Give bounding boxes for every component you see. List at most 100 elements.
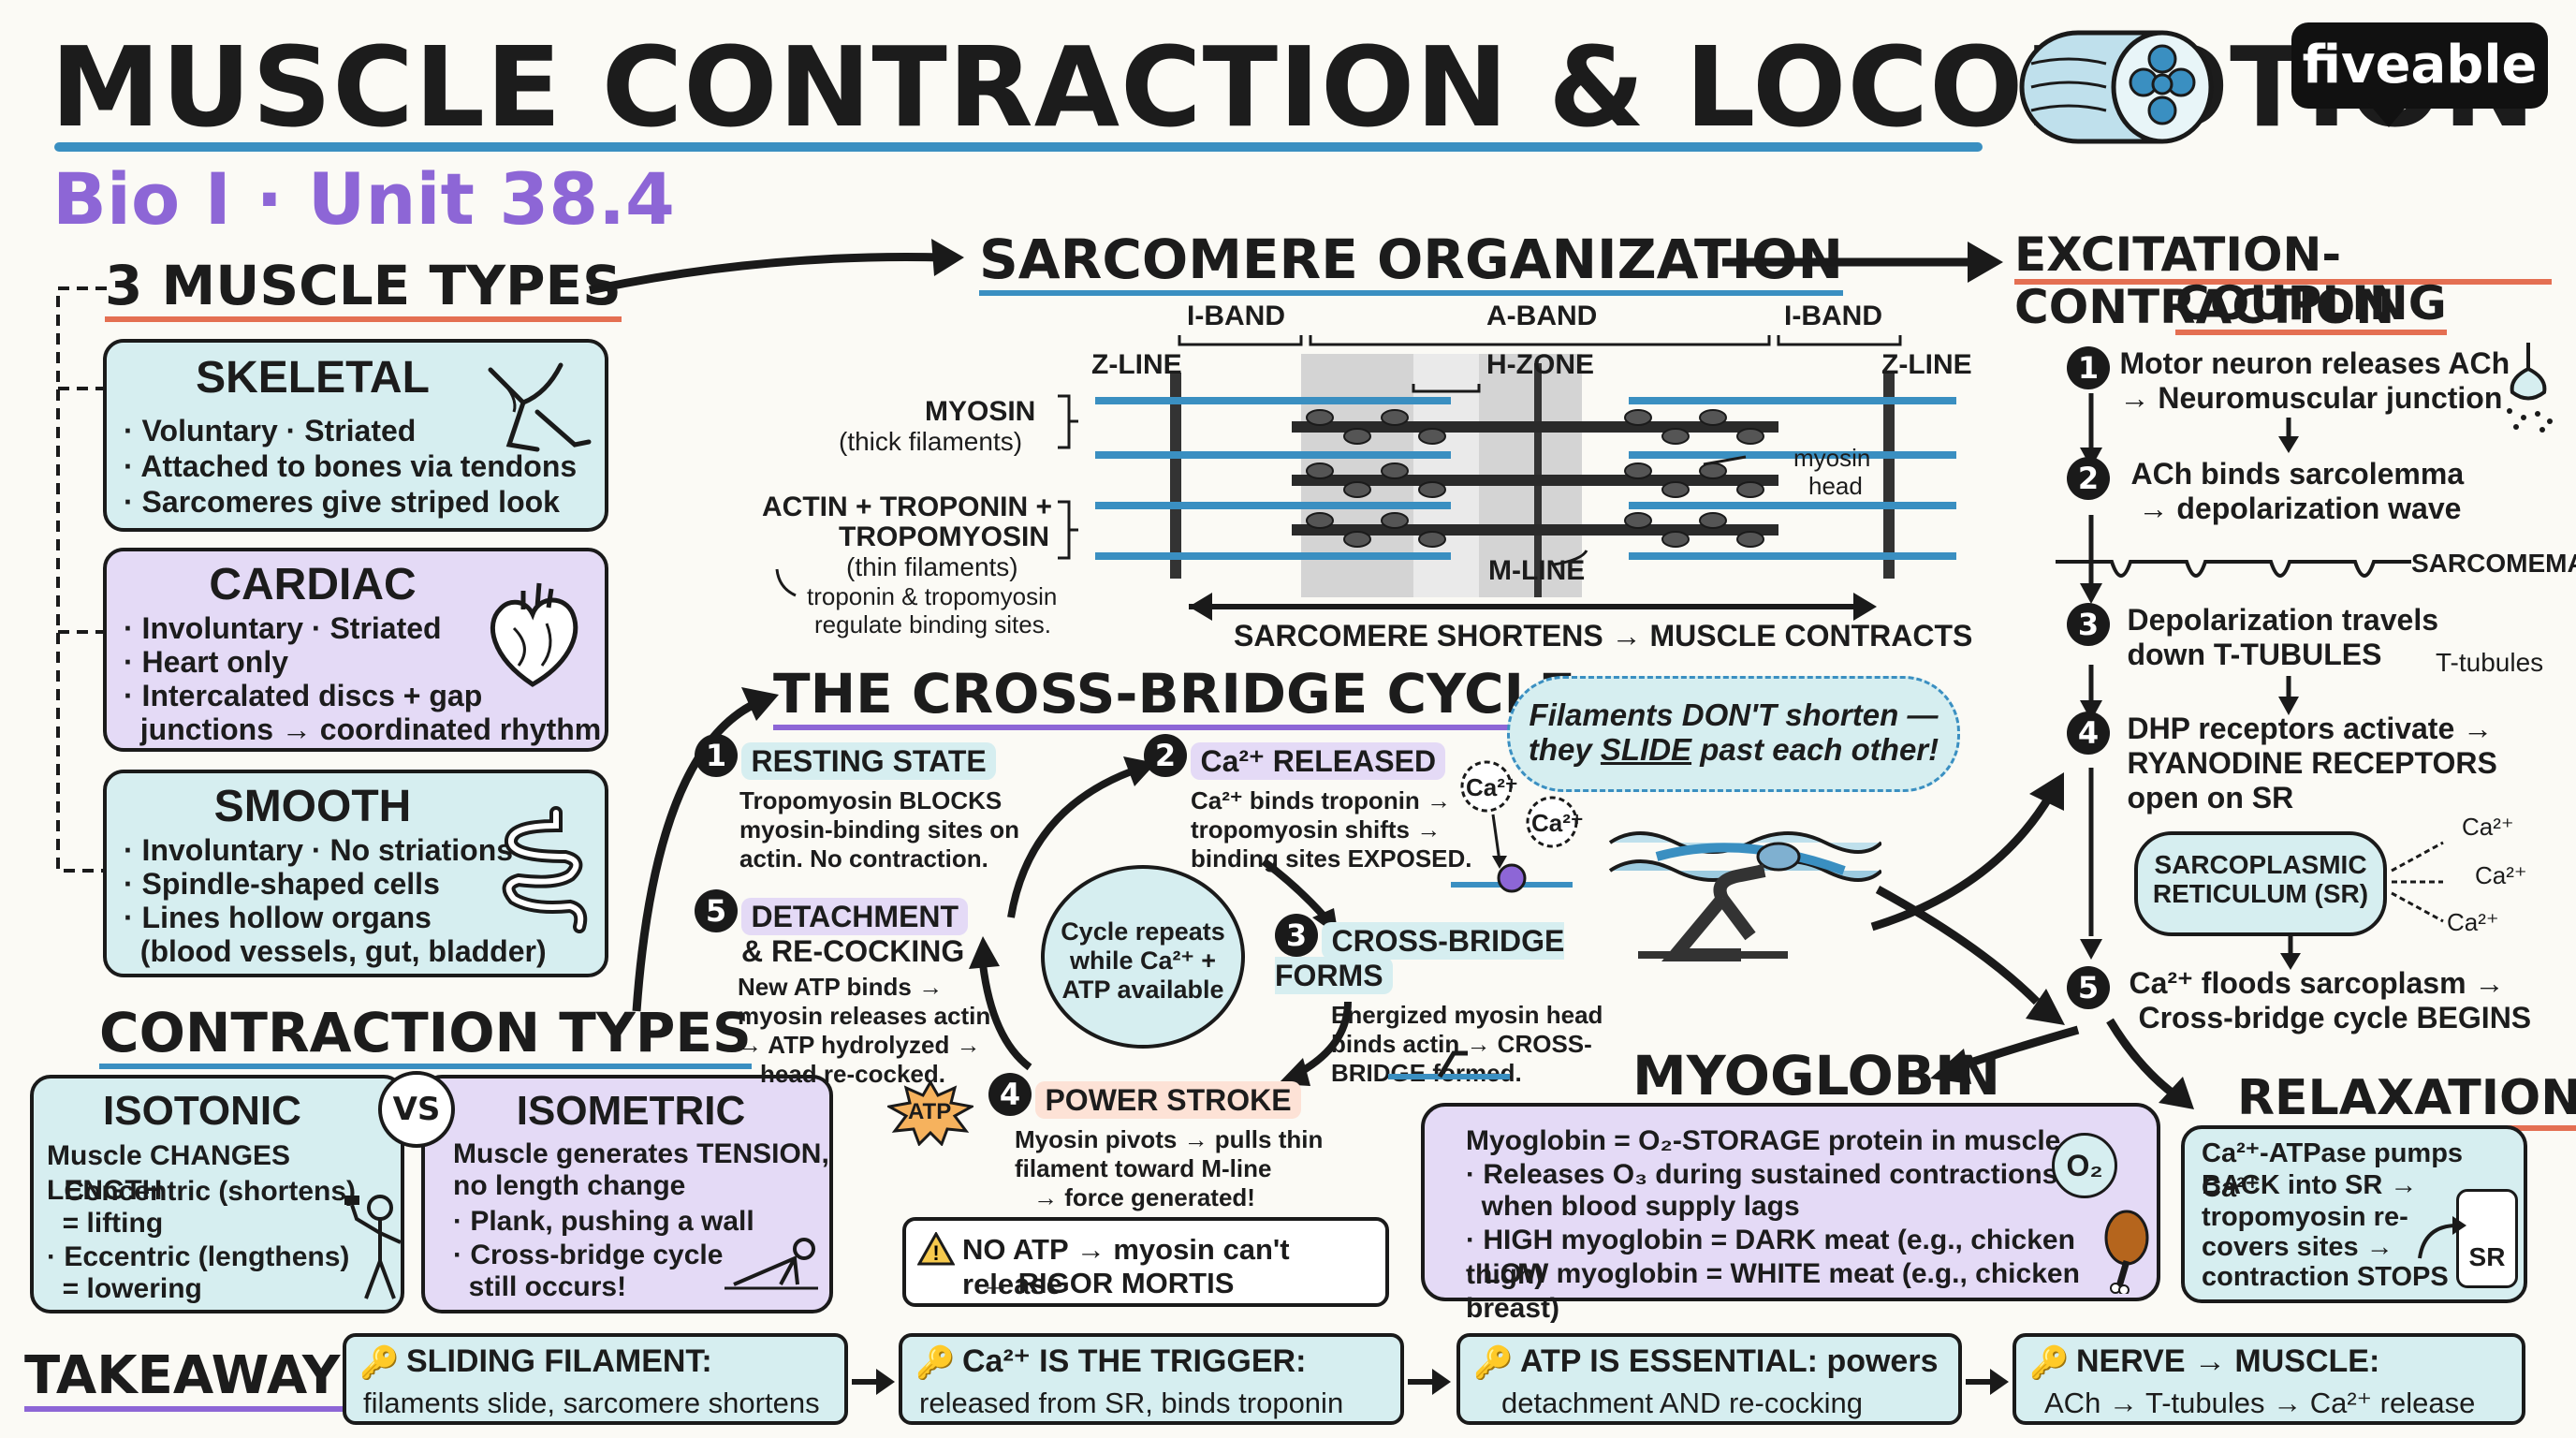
- rigor-mortis-warning: ! NO ATP → myosin can't release → RIGOR …: [902, 1217, 1389, 1307]
- cycle-center-circle: Cycle repeats while Ca²⁺ + ATP available: [1041, 865, 1245, 1049]
- lifting-person-icon: [344, 1195, 402, 1299]
- i-band-right-label: I-BAND: [1784, 301, 1882, 331]
- muscle-types-bracket: [56, 286, 107, 873]
- flow-arrow-to-myoglobin: [1930, 1025, 2080, 1084]
- cardiac-line: · Involuntary · Striated: [124, 611, 442, 645]
- calcium-ion-label: Ca²⁺: [2447, 908, 2499, 936]
- isometric-line: Muscle generates TENSION,: [453, 1138, 829, 1169]
- step-title: DETACHMENT: [741, 898, 969, 936]
- ecc-heading: COUPLING: [2175, 277, 2447, 335]
- cross-bridge-heading: THE CROSS-BRIDGE CYCLE: [773, 663, 1576, 730]
- step-line: BRIDGE formed.: [1331, 1059, 1522, 1088]
- step-line: Tropomyosin BLOCKS: [739, 786, 1003, 815]
- sarcomere-heading: SARCOMERE ORGANIZATION: [979, 228, 1844, 296]
- ecc-flow-line: [2080, 393, 2102, 960]
- ecc-mini-arrow: [2278, 418, 2299, 453]
- cycle-step-2: 2 Ca²⁺ RELEASED Ca²⁺ binds troponin → tr…: [1144, 734, 1481, 873]
- calcium-release-arrows: [2391, 841, 2444, 923]
- takeaway-title: NERVE → MUSCLE:: [2076, 1343, 2380, 1379]
- smooth-line: · Involuntary · No striations: [124, 833, 514, 867]
- title-underline: [54, 142, 1983, 152]
- key-icon: 🔑: [2029, 1345, 2070, 1381]
- actin-sub-label: (thin filaments): [846, 552, 1018, 581]
- svg-text:!: !: [932, 1241, 939, 1265]
- step-number: 1: [695, 734, 738, 777]
- a-band-label: A-BAND: [1486, 301, 1598, 331]
- slide-note-text: they: [1528, 732, 1601, 767]
- smooth-line: · Lines hollow organs: [124, 901, 432, 934]
- slide-note-bubble: Filaments DON'T shorten — they SLIDE pas…: [1507, 676, 1960, 792]
- smooth-card: SMOOTH · Involuntary · No striations · S…: [103, 770, 608, 977]
- step-number: 3: [1275, 914, 1318, 957]
- ecc-step-line: Motor neuron releases ACh: [2119, 346, 2510, 380]
- leg-icon: [488, 362, 592, 452]
- smooth-title: SMOOTH: [213, 782, 412, 831]
- isometric-line: still occurs!: [453, 1271, 627, 1302]
- cycle-step-1: 1 RESTING STATE Tropomyosin BLOCKS myosi…: [695, 734, 1032, 873]
- flow-arrow-contraction-to-cycle: [632, 687, 779, 1012]
- takeaway-card: 🔑 SLIDING FILAMENT: filaments slide, sar…: [343, 1333, 848, 1425]
- isotonic-line: Muscle CHANGES LENGTH: [47, 1140, 291, 1206]
- step-title: POWER STROKE: [1035, 1081, 1301, 1120]
- step-line: head re-cocked.: [760, 1060, 945, 1089]
- relaxation-line: covers sites →: [2202, 1232, 2393, 1262]
- step-line: tropomyosin shifts →: [1191, 815, 1442, 844]
- ecc-mini-arrow: [2278, 676, 2299, 715]
- calcium-ion-label: Ca²⁺: [2475, 861, 2527, 889]
- step-title: Ca²⁺ RELEASED: [1191, 742, 1446, 781]
- myosin-head-small-icon: [1388, 1050, 1510, 1079]
- cross-bridge-illustration: [1608, 831, 1881, 961]
- step-line: actin. No contraction.: [739, 844, 988, 873]
- ecc-step-line: RYANODINE RECEPTORS: [2127, 746, 2497, 780]
- calcium-ion-label: Ca²⁺: [1531, 809, 1584, 837]
- step-number: 3: [2067, 603, 2110, 646]
- page-subtitle: Bio I · Unit 38.4: [52, 157, 675, 241]
- flow-arrow-to-relaxation: [2106, 1018, 2194, 1109]
- takeaway-title: SLIDING FILAMENT:: [406, 1343, 712, 1379]
- skeletal-line: · Attached to bones via tendons: [124, 449, 578, 483]
- step-line: Ca²⁺ binds troponin →: [1191, 786, 1452, 815]
- z-line-right-label: Z-LINE: [1881, 349, 1972, 380]
- ecc-heading-underline: [2014, 279, 2552, 285]
- regulation-note: troponin & tropomyosin: [807, 582, 1058, 610]
- sr-mini-label: SR: [2468, 1242, 2506, 1271]
- isometric-title: ISOMETRIC: [516, 1088, 746, 1134]
- sr-mini-box: SR: [2456, 1189, 2518, 1288]
- flow-arrow-illustration-to-step5: [1875, 886, 2065, 1025]
- atp-burst-icon: [887, 1080, 973, 1146]
- isotonic-line: · Concentric (shortens): [47, 1176, 357, 1207]
- key-icon: 🔑: [1473, 1345, 1514, 1381]
- z-line-left-label: Z-LINE: [1091, 349, 1182, 380]
- ecc-step-line: Ca²⁺ floods sarcoplasm →: [2129, 966, 2505, 1000]
- calcium-ion-label: Ca²⁺: [1466, 773, 1518, 801]
- takeaway-arrow: [852, 1369, 895, 1395]
- ecc-step-line: Depolarization travels: [2127, 603, 2438, 637]
- sarcomere-diagram: [775, 335, 1956, 621]
- isotonic-line: = lifting: [47, 1208, 164, 1239]
- intestine-icon: [502, 806, 588, 933]
- ecc-step-line: down T-TUBULES: [2127, 638, 2382, 671]
- myosin-label: MYOSIN: [925, 396, 1036, 427]
- warning-line: → RIGOR MORTIS: [981, 1267, 1235, 1299]
- key-icon: 🔑: [359, 1345, 400, 1381]
- flow-arrow-illustration-to-ecc: [1870, 772, 2064, 932]
- step-line: Energized myosin head: [1331, 1001, 1603, 1030]
- neuron-terminal-icon: [2507, 343, 2553, 433]
- cardiac-card: CARDIAC · Involuntary · Striated · Heart…: [103, 548, 608, 752]
- takeaway-arrow: [1408, 1369, 1451, 1395]
- sarcomere-shortens-label: SARCOMERE SHORTENS → MUSCLE CONTRACTS: [1234, 619, 1973, 653]
- step-line: → force generated!: [1033, 1183, 1255, 1212]
- ecc-step-2: 2 ACh binds sarcolemma → depolarization …: [2067, 457, 2535, 526]
- step-line: New ATP binds →: [738, 973, 944, 1002]
- cycle-step-4: 4 POWER STROKE Myosin pivots → pulls thi…: [988, 1073, 1382, 1212]
- muscle-types-heading: 3 MUSCLE TYPES: [105, 255, 622, 322]
- myosin-head-label: myosin: [1793, 444, 1871, 472]
- cycle-step-5: 5 DETACHMENT & RE-COCKING New ATP binds …: [695, 889, 994, 1089]
- relaxation-line: contraction STOPS: [2202, 1262, 2449, 1292]
- takeaway-text: filaments slide, sarcomere shortens: [363, 1387, 820, 1419]
- cycle-center-text: Cycle repeats: [1061, 917, 1225, 946]
- warning-icon: !: [917, 1232, 955, 1266]
- takeaway-arrow: [1966, 1369, 2009, 1395]
- regulation-note: regulate binding sites.: [814, 610, 1051, 638]
- ecc-step-line: → Neuromuscular junction: [2119, 381, 2503, 415]
